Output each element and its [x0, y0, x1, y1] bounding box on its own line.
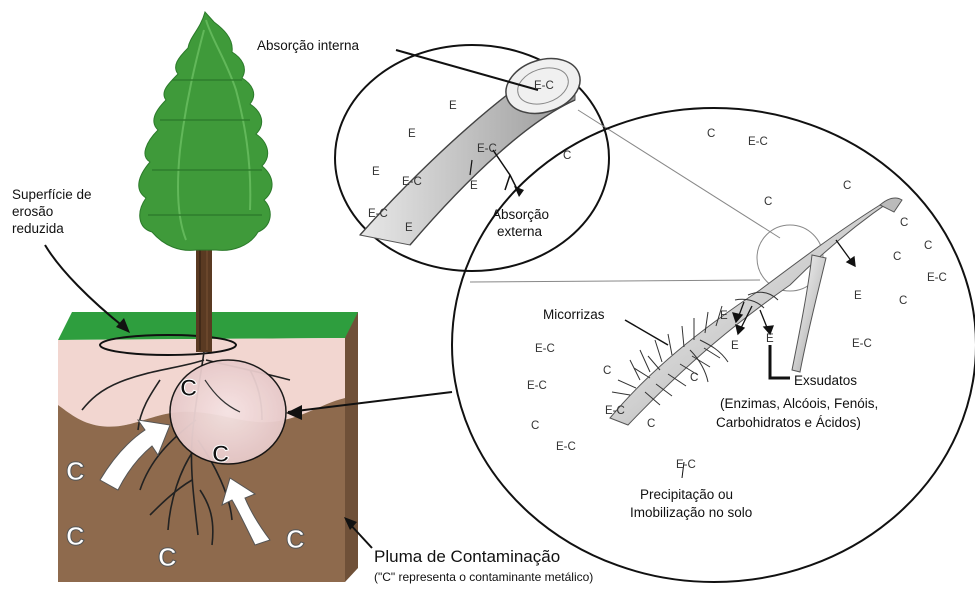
marker-enzyme: E [470, 180, 478, 192]
soil-side-face [345, 312, 358, 582]
tree-foliage [139, 12, 272, 250]
marker-complex: E-C [368, 208, 388, 220]
marker-contaminant: C [647, 418, 655, 430]
marker-contaminant: C [924, 240, 932, 252]
tree [139, 12, 272, 352]
svg-text:C: C [286, 524, 305, 554]
marker-enzyme: E [720, 310, 728, 322]
plume-title: Pluma de Contaminação [374, 548, 560, 565]
exudates-detail-1: (Enzimas, Alcóois, Fenóis, [720, 395, 878, 412]
marker-contaminant: C [764, 196, 772, 208]
reduced-erosion-label-3: reduzida [12, 220, 64, 237]
plume-note: ("C" representa o contaminante metálico) [374, 569, 593, 586]
marker-contaminant: C [899, 295, 907, 307]
marker-complex: E-C [676, 459, 696, 471]
mycorrhizae-label: Micorrizas [543, 306, 605, 323]
marker-contaminant: C [843, 180, 851, 192]
marker-enzyme: E [731, 340, 739, 352]
marker-contaminant: C [707, 128, 715, 140]
marker-complex: E-C [748, 136, 768, 148]
marker-enzyme: E [372, 166, 380, 178]
marker-complex: E-C [852, 338, 872, 350]
marker-contaminant: C [893, 251, 901, 263]
marker-complex: E-C [534, 80, 554, 92]
exudates-detail-2: Carbohidratos e Ácidos) [716, 414, 861, 431]
svg-text:C: C [158, 542, 177, 572]
external-absorption-label-2: externa [497, 223, 542, 240]
marker-contaminant: C [900, 217, 908, 229]
marker-contaminant: C [563, 150, 571, 162]
marker-enzyme: E [766, 333, 774, 345]
marker-enzyme: E [405, 222, 413, 234]
exudates-label: Exsudatos [794, 372, 857, 389]
marker-enzyme: E [408, 128, 416, 140]
marker-enzyme: E [854, 290, 862, 302]
precipitation-label-2: Imobilização no solo [630, 504, 752, 521]
marker-contaminant: C [603, 365, 611, 377]
marker-complex: E-C [527, 380, 547, 392]
svg-text:C: C [66, 456, 85, 486]
external-absorption-label-1: Absorção [492, 206, 549, 223]
marker-enzyme: E [449, 100, 457, 112]
exudate-arrows [733, 240, 855, 334]
marker-contaminant: C [690, 372, 698, 384]
precipitation-label-1: Precipitação ou [640, 486, 733, 503]
svg-text:C: C [66, 521, 85, 551]
marker-complex: E-C [556, 441, 576, 453]
tree-trunk [196, 240, 212, 352]
reduced-erosion-label-2: erosão [12, 203, 53, 220]
internal-absorption-label: Absorção interna [257, 37, 359, 54]
svg-text:C: C [212, 441, 229, 468]
reduced-erosion-label-1: Superfície de [12, 186, 92, 203]
marker-complex: E-C [477, 143, 497, 155]
svg-text:C: C [180, 375, 197, 402]
main-root [610, 200, 892, 425]
marker-complex: E-C [402, 176, 422, 188]
marker-contaminant: C [531, 420, 539, 432]
marker-complex: E-C [605, 405, 625, 417]
marker-complex: E-C [535, 343, 555, 355]
marker-complex: E-C [927, 272, 947, 284]
